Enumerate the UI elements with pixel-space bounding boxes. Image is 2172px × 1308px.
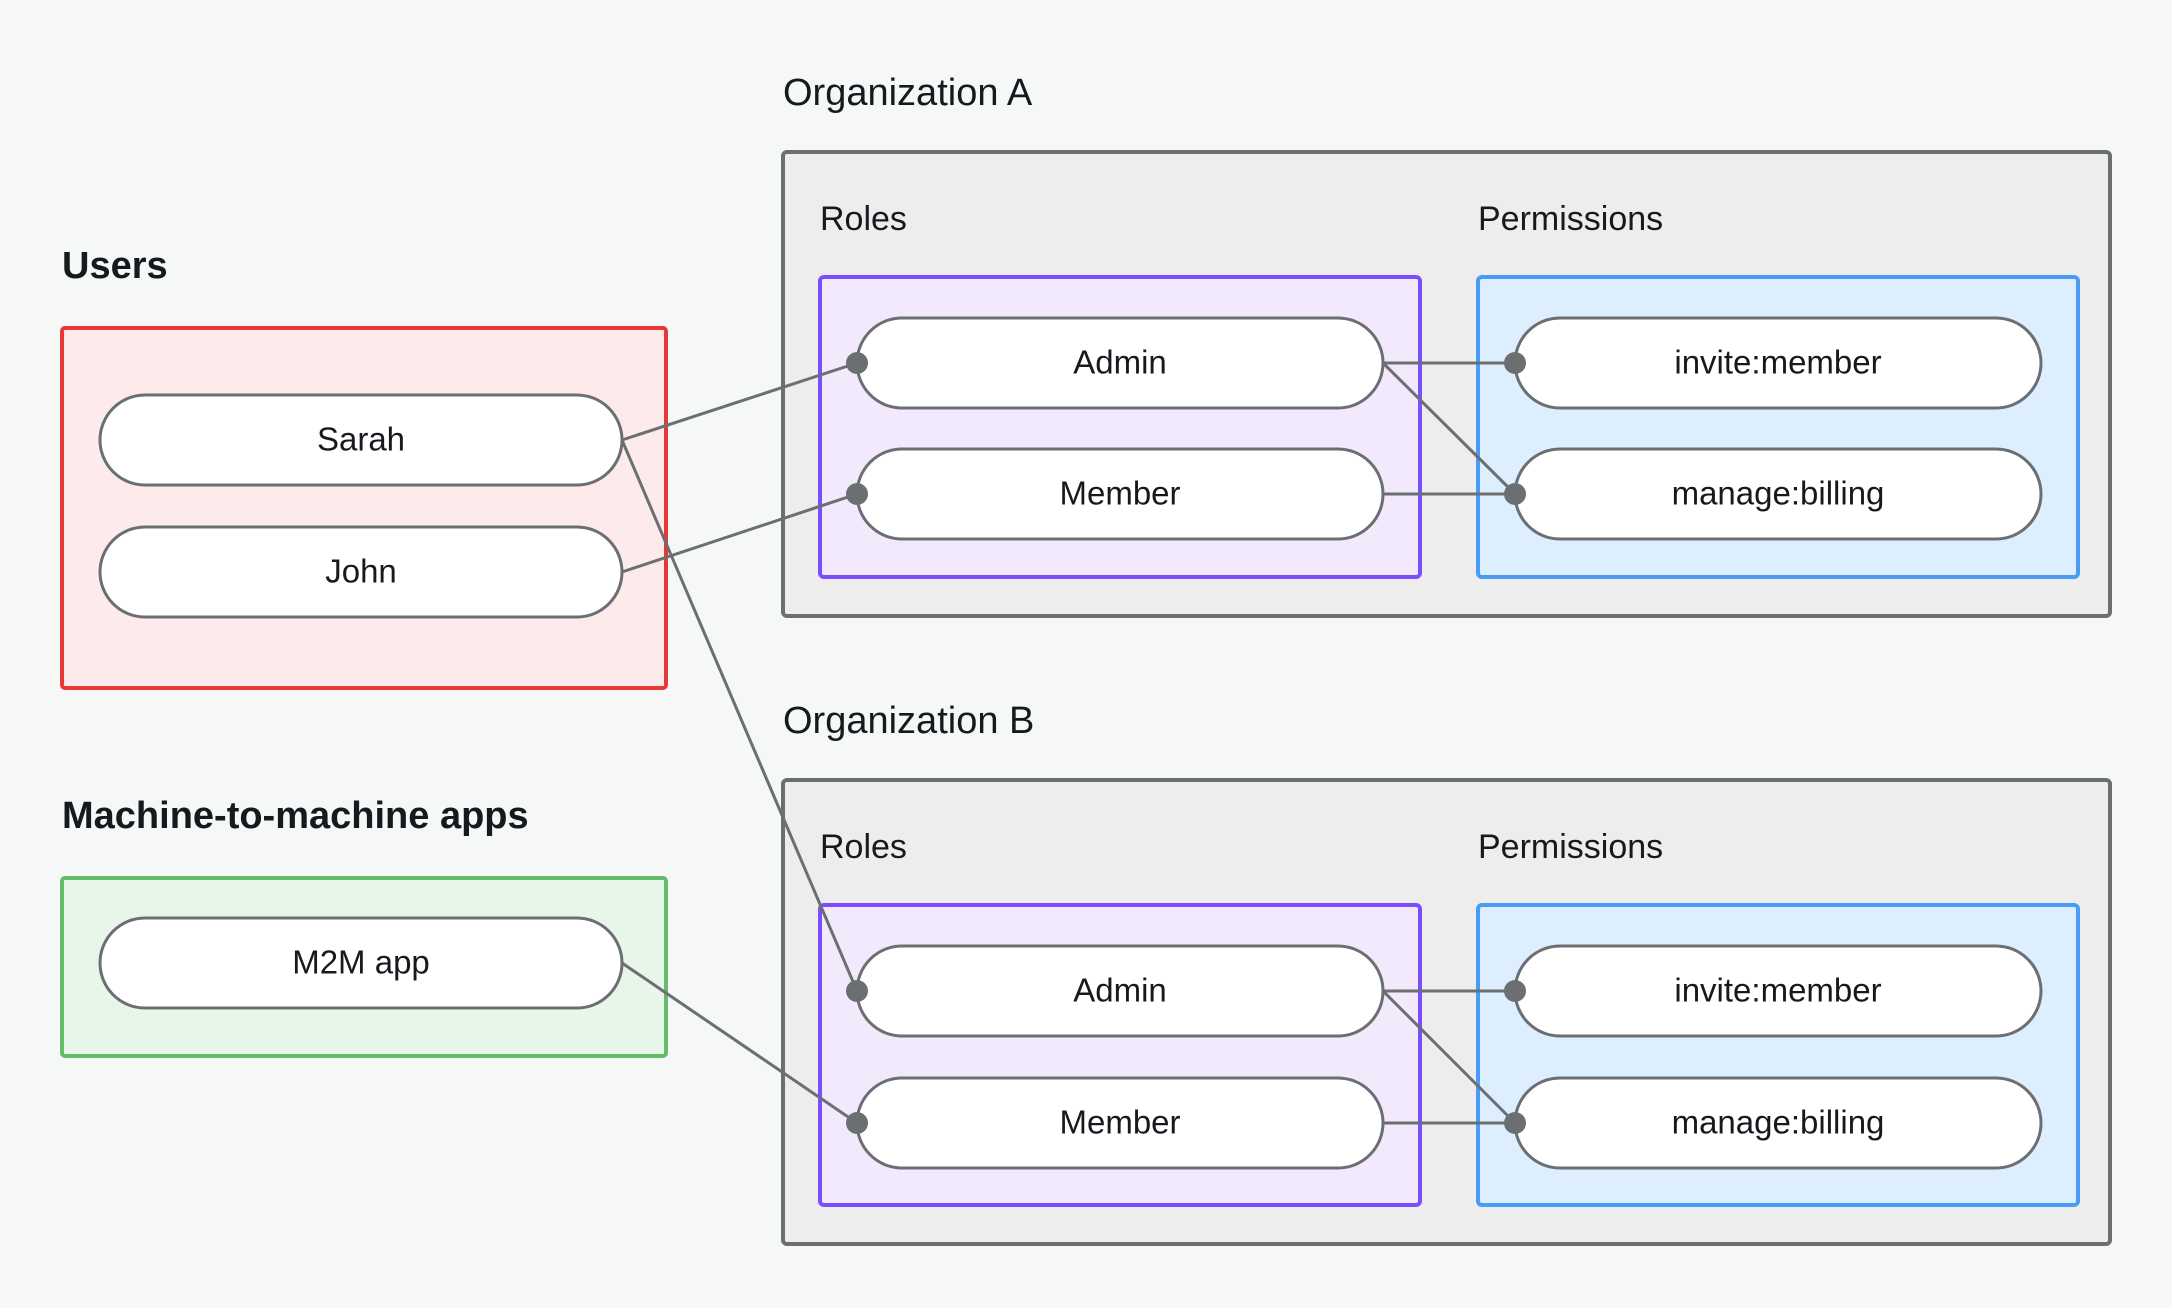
endpoint-org-b-invite-in <box>1504 980 1526 1002</box>
node-org-b-billing[interactable]: manage:billing <box>1513 1076 2043 1170</box>
endpoint-org-a-admin-in <box>846 352 868 374</box>
node-john-label: John <box>325 553 397 590</box>
org-a-roles-title: Roles <box>820 200 907 238</box>
node-sarah-label: Sarah <box>317 421 405 458</box>
node-sarah[interactable]: Sarah <box>98 393 624 487</box>
endpoint-org-a-invite-in <box>1504 352 1526 374</box>
org-b-permissions-title: Permissions <box>1478 828 1663 866</box>
org-b-roles-title: Roles <box>820 828 907 866</box>
node-org-b-member[interactable]: Member <box>855 1076 1385 1170</box>
endpoint-org-a-member-in <box>846 483 868 505</box>
node-org-a-admin-label: Admin <box>1073 344 1167 381</box>
endpoint-org-b-member-in <box>846 1112 868 1134</box>
endpoint-org-a-billing-in <box>1504 483 1526 505</box>
node-org-a-invite[interactable]: invite:member <box>1513 316 2043 410</box>
node-org-b-admin[interactable]: Admin <box>855 944 1385 1038</box>
edge-sarah-org-b-admin <box>620 439 859 992</box>
edge-m2m-org-b-member <box>621 961 858 1125</box>
node-org-a-member[interactable]: Member <box>855 447 1385 541</box>
node-org-a-billing-label: manage:billing <box>1672 475 1885 512</box>
node-org-b-invite-label: invite:member <box>1674 972 1881 1009</box>
org-a-title: Organization A <box>783 72 1033 114</box>
endpoint-layer <box>846 352 1526 1134</box>
node-m2m-app[interactable]: M2M app <box>98 916 624 1010</box>
edge-org-a-admin-billing <box>1381 361 1517 496</box>
org-a-permissions-title: Permissions <box>1478 200 1663 238</box>
endpoint-org-b-admin-in <box>846 980 868 1002</box>
edge-john-org-a-member <box>621 492 858 574</box>
node-org-b-admin-label: Admin <box>1073 972 1167 1009</box>
edge-layer <box>620 361 1517 1125</box>
node-john[interactable]: John <box>98 525 624 619</box>
node-org-a-invite-label: invite:member <box>1674 344 1881 381</box>
node-org-b-member-label: Member <box>1059 1104 1180 1141</box>
node-org-a-billing[interactable]: manage:billing <box>1513 447 2043 541</box>
node-m2m-app-label: M2M app <box>292 944 430 981</box>
node-org-a-admin[interactable]: Admin <box>855 316 1385 410</box>
endpoint-org-b-billing-in <box>1504 1112 1526 1134</box>
node-org-b-billing-label: manage:billing <box>1672 1104 1885 1141</box>
edge-org-b-admin-billing <box>1381 989 1517 1125</box>
m2m-group-title: Machine-to-machine apps <box>62 795 529 837</box>
node-org-a-member-label: Member <box>1059 475 1180 512</box>
users-group-box <box>60 326 668 690</box>
node-org-b-invite[interactable]: invite:member <box>1513 944 2043 1038</box>
users-group-title: Users <box>62 245 168 287</box>
org-b-title: Organization B <box>783 700 1034 742</box>
edge-sarah-org-a-admin <box>621 361 858 442</box>
